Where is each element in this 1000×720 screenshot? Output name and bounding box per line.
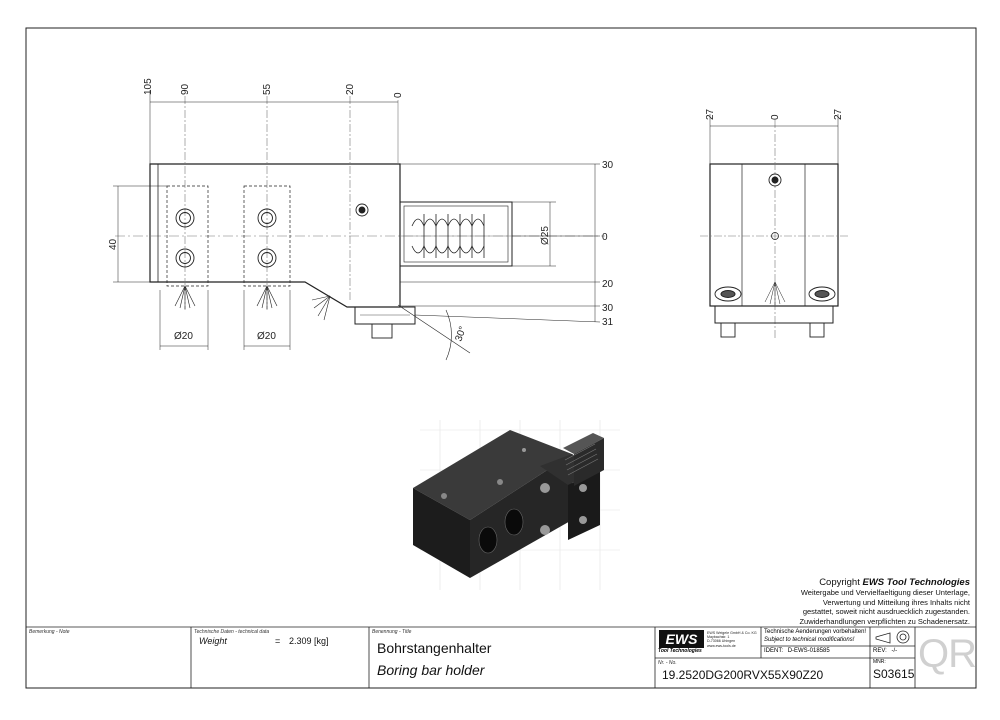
company-line: Maybachstr. 1 — [707, 635, 730, 640]
ident-value: D-EWS-018585 — [787, 648, 830, 654]
notice-english: Subject to technical modifications! — [764, 637, 855, 643]
part-number: 19.2520DG200RVX55X90Z20 — [662, 668, 824, 682]
title-block-frame — [26, 626, 976, 688]
ident-label: IDENT: — [764, 648, 784, 654]
weight-value: 2.309 [kg] — [289, 636, 329, 646]
screw-group — [175, 203, 369, 268]
notice-german: Technische Aenderungen vorbehalten! — [764, 629, 867, 635]
dim-angle: 30° — [453, 325, 469, 343]
dim-31: 31 — [602, 317, 614, 328]
dim-hole-dia-left: Ø20 — [174, 331, 193, 342]
ews-logo-sub: Tool Technologies — [658, 648, 702, 654]
rev-value: -/- — [891, 648, 898, 654]
front-view — [115, 96, 605, 361]
dim-0-side: 0 — [770, 114, 781, 120]
dim-40: 40 — [108, 238, 119, 250]
ews-logo: EWS — [659, 630, 704, 648]
title-label: Benennung - Title — [372, 629, 412, 635]
side-view — [700, 114, 850, 340]
dim-105: 105 — [143, 78, 154, 95]
company-line: D-73066 Uhingen — [707, 639, 736, 644]
qr-placeholder: QR — [918, 632, 977, 676]
dim-55: 55 — [262, 83, 273, 95]
title-english: Boring bar holder — [377, 662, 485, 678]
number-label: Nr. - No. — [658, 660, 677, 666]
dim-0-top: 0 — [393, 92, 404, 98]
remark-label: Bemerkung - Note — [29, 629, 70, 635]
projection-symbol-icon — [875, 630, 910, 644]
weight-label: Weight — [199, 636, 227, 646]
ident-field: IDENT: D-EWS-018585 — [764, 648, 830, 654]
dim-27-right: 27 — [833, 108, 844, 120]
weight-equals: = — [275, 636, 281, 646]
dim-30-b: 30 — [602, 303, 614, 314]
sheet-border — [25, 27, 977, 689]
copyright-line: Zuwiderhandlungen verpflichten zu Schade… — [799, 616, 970, 626]
dim-20-right: 20 — [602, 279, 614, 290]
serration — [411, 214, 485, 258]
rev-field: REV: -/- — [873, 648, 897, 654]
title-german: Bohrstangenhalter — [377, 640, 492, 656]
copyright-prefix: Copyright — [819, 577, 863, 588]
isometric-view — [413, 420, 620, 590]
dim-30-a: 30 — [602, 160, 614, 171]
mnr-label: MNR: — [873, 659, 886, 665]
dim-0-right: 0 — [602, 232, 608, 243]
dim-hole-dia-right: Ø20 — [257, 331, 276, 342]
dim-bore-dia: Ø25 — [540, 226, 551, 245]
dim-27-left: 27 — [705, 108, 716, 120]
dim-90: 90 — [180, 83, 191, 95]
ews-logo-text: EWS — [665, 631, 698, 647]
copyright-line: gestattet, soweit nicht ausdruecklich zu… — [802, 607, 970, 616]
mnr-value: S03615 — [873, 667, 915, 681]
dim-20-top: 20 — [345, 83, 356, 95]
dimension-lines — [113, 90, 601, 350]
company-line: EWS Weigele GmbH & Co. KG — [707, 631, 757, 635]
copyright-line: Weitergabe und Vervielfaeltigung dieser … — [800, 588, 970, 597]
techdata-label: Technische Daten - technical data — [194, 629, 270, 635]
copyright-notice: Copyright EWS Tool Technologies Weiterga… — [770, 577, 970, 626]
copyright-brand: EWS Tool Technologies — [862, 577, 971, 588]
rev-label: REV: — [873, 648, 887, 654]
company-address: EWS Weigele GmbH & Co. KG Maybachstr. 1 … — [707, 631, 757, 648]
company-line: www.ews-tools.de — [707, 643, 736, 648]
copyright-line: Verwertung und Mitteilung ihres Inhalts … — [822, 597, 970, 607]
